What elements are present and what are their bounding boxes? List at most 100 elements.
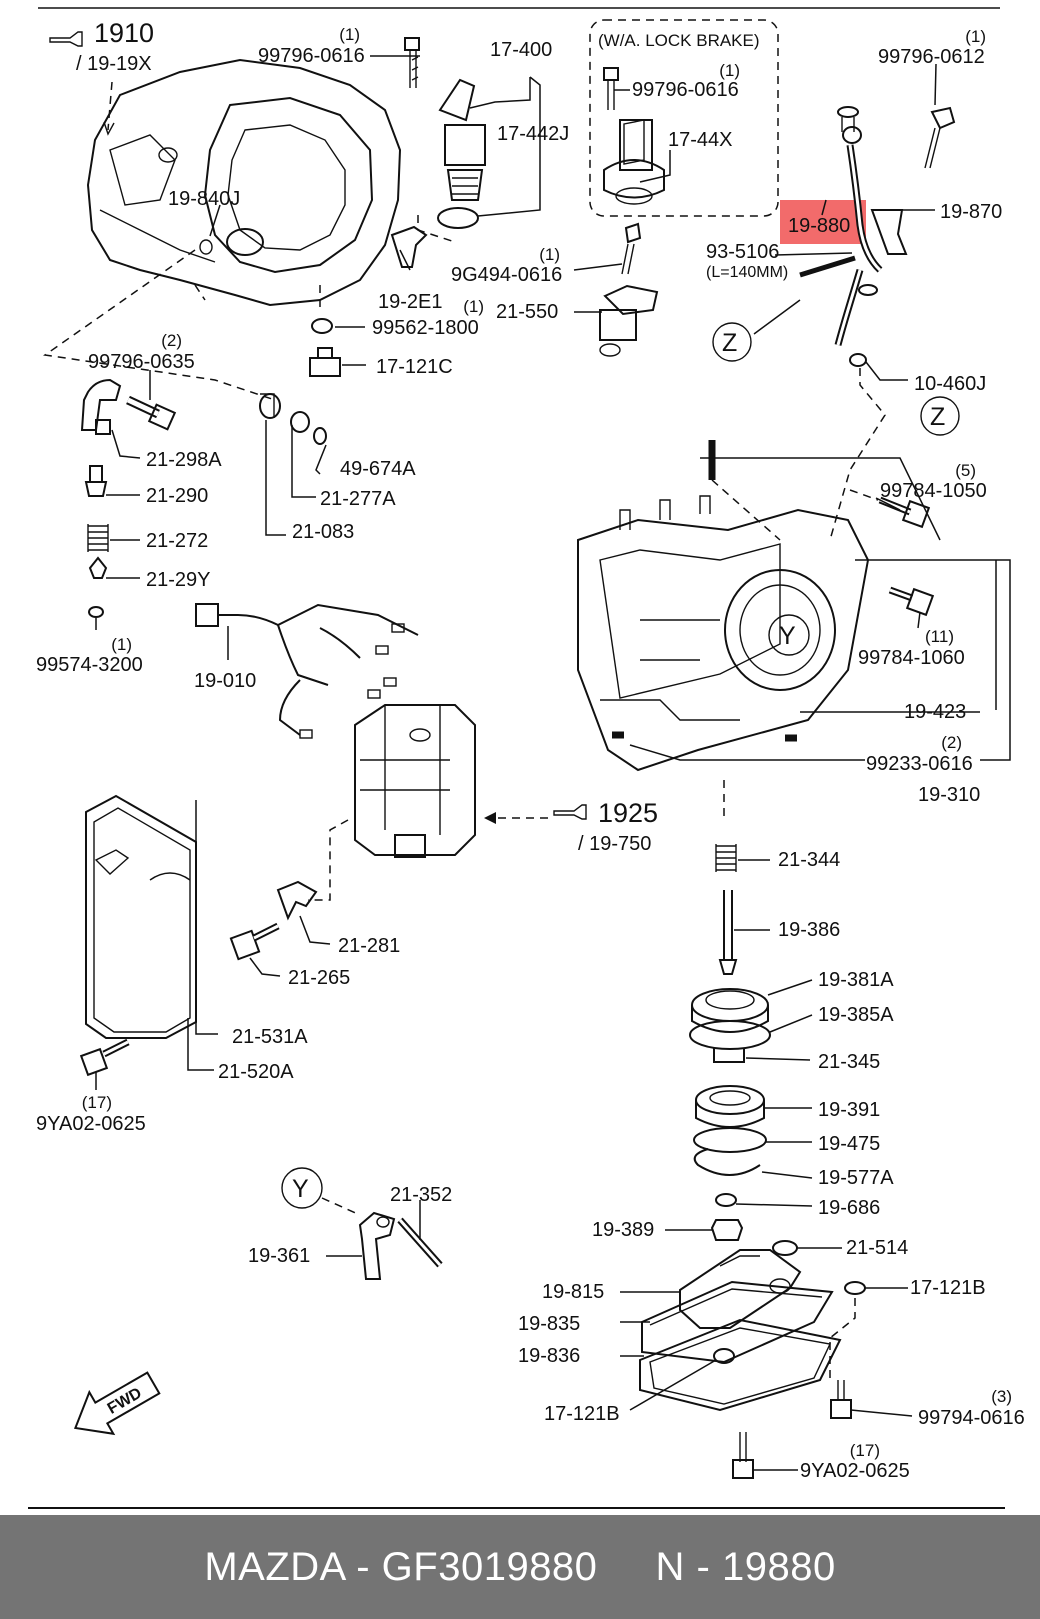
part-label[interactable]: 99562-1800(1) <box>372 297 484 339</box>
ref-prefix: N <box>655 1545 685 1589</box>
part-label[interactable]: 19-389 <box>592 1219 654 1241</box>
part-label[interactable]: 19-577A <box>818 1167 894 1189</box>
part-label[interactable]: 10-460J <box>914 373 986 395</box>
part-label[interactable]: 21-514 <box>846 1237 908 1259</box>
part-label[interactable]: 19-475 <box>818 1133 880 1155</box>
part-label[interactable]: 21-520A <box>218 1061 294 1083</box>
part-number-text: 21-531A <box>232 1026 308 1048</box>
magnet-17-121b <box>713 1348 735 1364</box>
part-label[interactable]: 19-381A <box>818 969 894 991</box>
callout-z-upper[interactable]: Z <box>712 322 752 362</box>
callout-letter: Y <box>779 622 796 650</box>
bolt-9ya02-left <box>79 1038 130 1077</box>
part-label[interactable]: 19-310 <box>918 784 980 806</box>
washer-99562 <box>311 318 333 334</box>
part-number-text: 21-345 <box>818 1051 880 1073</box>
part-label[interactable]: 17-442J <box>497 123 569 145</box>
leader-z <box>753 299 801 335</box>
part-label[interactable]: 9G494-0616(1) <box>451 245 562 286</box>
part-number-text: 19-381A <box>818 969 894 991</box>
leader-1910 <box>107 81 113 131</box>
part-label[interactable]: 99796-0616(1) <box>258 25 365 67</box>
leader-valve <box>308 819 349 901</box>
leader-pan <box>829 1298 856 1380</box>
part-label[interactable]: 17-400 <box>490 39 552 61</box>
oring-17-442j <box>437 207 479 229</box>
part-label[interactable]: 93-5106(L=140MM) <box>706 241 788 281</box>
part-label[interactable]: 17-121C <box>376 356 453 378</box>
part-label[interactable]: 21-277A <box>320 488 396 510</box>
part-label[interactable]: 21-344 <box>778 849 840 871</box>
callout-z-lower[interactable]: Z <box>920 396 960 436</box>
part-label[interactable]: 17-121B <box>544 1403 620 1425</box>
part-label[interactable]: 9YA02-0625(17) <box>800 1441 910 1482</box>
bolt-21-265 <box>229 922 280 961</box>
part-label[interactable]: 19-870 <box>940 201 1002 223</box>
quantity-text: (1) <box>339 25 360 44</box>
part-label[interactable]: 99574-3200(1) <box>36 635 143 676</box>
part-label[interactable]: 19-361 <box>248 1245 310 1267</box>
leader-z-dipstick <box>829 368 886 541</box>
section-number: 1910 <box>94 18 154 48</box>
part-label[interactable]: 19-836 <box>518 1345 580 1367</box>
part-label[interactable]: 21-550 <box>496 301 558 323</box>
part-label[interactable]: 21-290 <box>146 485 208 507</box>
part-label[interactable]: 21-345 <box>818 1051 880 1073</box>
part-label[interactable]: 21-272 <box>146 530 208 552</box>
part-label[interactable]: 19-880 <box>788 215 850 237</box>
part-label[interactable]: 19-391 <box>818 1099 880 1121</box>
quantity-text: (1) <box>539 245 560 264</box>
part-label[interactable]: 21-265 <box>288 967 350 989</box>
part-label[interactable]: 19-686 <box>818 1197 880 1219</box>
section-ref-1925[interactable]: 1925 / 19-750 <box>553 798 658 855</box>
part-label[interactable]: 19-010 <box>194 670 256 692</box>
part-label[interactable]: 99784-1050(5) <box>880 461 987 502</box>
part-label[interactable]: 99794-0616(3) <box>918 1387 1025 1429</box>
part-label[interactable]: 99233-0616(2) <box>866 733 973 775</box>
part-label[interactable]: 21-29Y <box>146 569 211 591</box>
part-number-text: 19-686 <box>818 1197 880 1219</box>
section-ref-1910[interactable]: 1910 / 19-19X <box>49 18 154 75</box>
harness-19-010 <box>195 603 419 739</box>
part-label[interactable]: 21-352 <box>390 1184 452 1206</box>
sleeve-21-345 <box>713 1048 745 1063</box>
seal-19-385a <box>689 1020 771 1050</box>
part-label[interactable]: 99796-0612(1) <box>878 27 986 68</box>
part-label[interactable]: 21-298A <box>146 449 222 471</box>
part-label[interactable]: 19-835 <box>518 1313 580 1335</box>
part-label[interactable]: 21-281 <box>338 935 400 957</box>
bracket-19-310 <box>855 559 1011 761</box>
callout-y-lower[interactable]: Y <box>281 1167 323 1209</box>
part-label[interactable]: 9YA02-0625(17) <box>36 1093 146 1135</box>
plug-17-121c <box>309 347 341 377</box>
part-number-text: 21-29Y <box>146 569 211 591</box>
part-label[interactable]: 21-531A <box>232 1026 308 1048</box>
gasket-inner <box>649 1288 823 1326</box>
part-label[interactable]: 17-44X <box>668 129 733 151</box>
note-text: (L=140MM) <box>706 264 788 281</box>
part-label[interactable]: 19-385A <box>818 1004 894 1026</box>
part-label[interactable]: 19-386 <box>778 919 840 941</box>
part-label[interactable]: 99784-1060(11) <box>858 627 965 669</box>
part-label[interactable]: 19-840J <box>168 188 240 210</box>
quantity-text: (1) <box>965 27 986 46</box>
speedo-gear <box>404 37 486 229</box>
part-number-text: 21-265 <box>288 967 350 989</box>
part-label[interactable]: 19-423 <box>904 701 966 723</box>
quantity-text: (11) <box>925 627 954 646</box>
part-number-text: 19-423 <box>904 701 966 723</box>
part-label[interactable]: 19-2E1 <box>378 291 443 313</box>
bracket-19-2e1 <box>390 225 428 268</box>
part-number-text: 99233-0616 <box>866 753 973 775</box>
quantity-text: (17) <box>850 1441 880 1460</box>
part-label[interactable]: 49-674A <box>340 458 416 480</box>
part-label[interactable]: 19-815 <box>542 1281 604 1303</box>
pointing-hand-icon <box>553 804 587 820</box>
part-label[interactable]: 99796-0635(2) <box>88 331 195 373</box>
part-labels: 99796-0616(1) 17-400 17-442J 99796-0616(1) 1… <box>36 25 1025 1482</box>
part-label[interactable]: 17-121B <box>910 1277 986 1299</box>
part-label[interactable]: 99796-0616(1) <box>632 61 740 101</box>
callout-y-case[interactable]: Y <box>768 614 810 656</box>
part-label[interactable]: 21-083 <box>292 521 354 543</box>
part-number-text: 93-5106 <box>706 241 779 263</box>
